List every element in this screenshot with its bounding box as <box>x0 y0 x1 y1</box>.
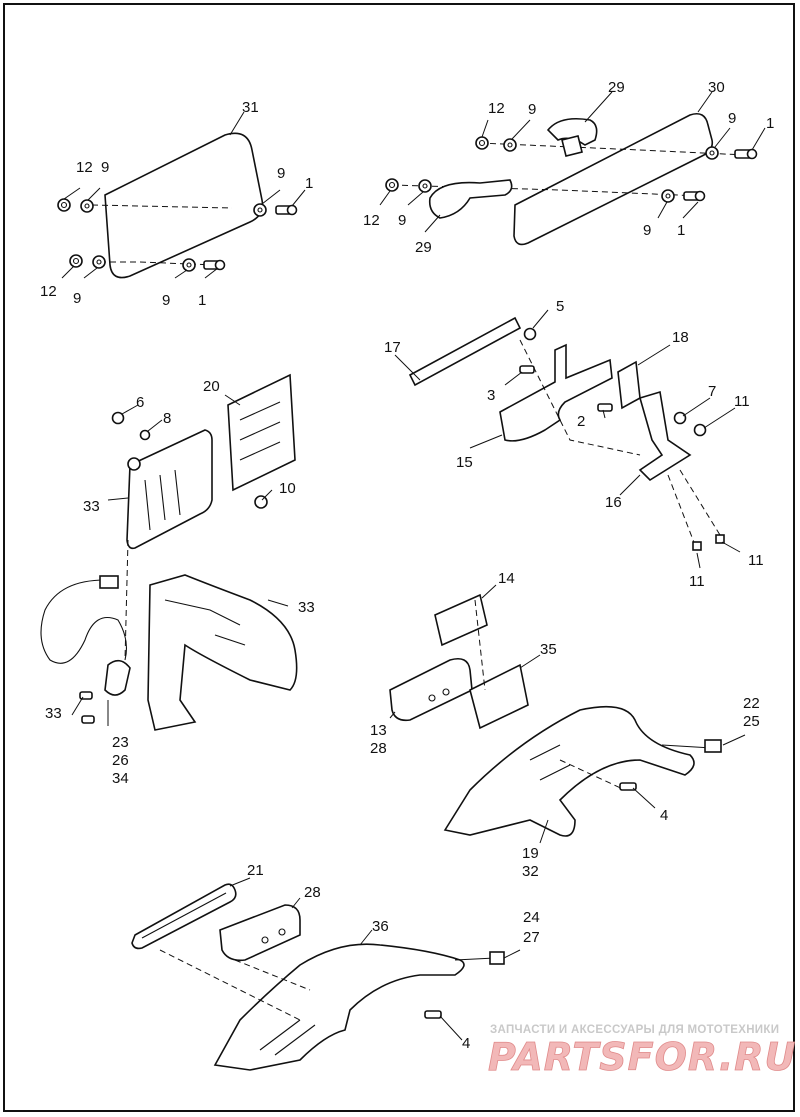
label-9: 9 <box>73 290 81 307</box>
watermark-caption: ЗАПЧАСТИ И АКСЕССУАРЫ ДЛЯ МОТОТЕХНИКИ <box>490 1024 779 1036</box>
label-33: 33 <box>83 498 100 515</box>
label-12: 12 <box>363 212 380 229</box>
label-9: 9 <box>728 110 736 127</box>
label-34: 34 <box>112 770 129 787</box>
label-33: 33 <box>298 599 315 616</box>
label-9: 9 <box>162 292 170 309</box>
label-5: 5 <box>556 298 564 315</box>
label-9: 9 <box>398 212 406 229</box>
label-6: 6 <box>136 394 144 411</box>
label-33: 33 <box>45 705 62 722</box>
label-28: 28 <box>304 884 321 901</box>
label-35: 35 <box>540 641 557 658</box>
label-8: 8 <box>163 410 171 427</box>
label-25: 25 <box>743 713 760 730</box>
label-12: 12 <box>488 100 505 117</box>
plate-20 <box>227 373 296 492</box>
label-31: 31 <box>242 99 259 116</box>
fender-36 <box>159 943 505 1071</box>
label-26: 26 <box>112 752 129 769</box>
label-9: 9 <box>528 101 536 118</box>
label-2: 2 <box>577 413 585 430</box>
label-7: 7 <box>708 383 716 400</box>
bracket-29-lower <box>428 179 513 219</box>
label-22: 22 <box>743 695 760 712</box>
fender-19 <box>443 705 722 837</box>
watermark-brand: PARTSFOR.RU <box>488 1035 796 1079</box>
label-32: 32 <box>522 863 539 880</box>
wire-harness-left <box>40 539 131 696</box>
bracket-29-upper <box>546 117 598 157</box>
light-housing-13 <box>389 657 473 722</box>
leader-lines <box>61 91 766 1041</box>
label-30: 30 <box>708 79 725 96</box>
label-1: 1 <box>305 175 313 192</box>
housing-33 <box>147 574 298 731</box>
label-11: 11 <box>748 552 764 569</box>
label-20: 20 <box>203 378 220 395</box>
label-4: 4 <box>660 807 668 824</box>
license-plate-31 <box>91 132 264 279</box>
watermark: ЗАПЧАСТИ И АКСЕССУАРЫ ДЛЯ МОТОТЕХНИКИ PA… <box>488 1024 796 1079</box>
fastener-set-b <box>385 136 758 203</box>
label-12: 12 <box>76 159 93 176</box>
label-11: 11 <box>689 573 705 590</box>
label-10: 10 <box>279 480 296 497</box>
label-12: 12 <box>40 283 57 300</box>
label-36: 36 <box>372 918 389 935</box>
label-21: 21 <box>247 862 264 879</box>
light-housing-28 <box>219 904 301 962</box>
label-24: 24 <box>523 909 540 926</box>
label-4: 4 <box>462 1035 470 1052</box>
label-9: 9 <box>277 165 285 182</box>
label-9: 9 <box>643 222 651 239</box>
label-17: 17 <box>384 339 401 356</box>
label-15: 15 <box>456 454 473 471</box>
plate-18 <box>617 360 641 410</box>
label-23: 23 <box>112 734 129 751</box>
label-9: 9 <box>101 159 109 176</box>
plate-33-upper <box>126 429 213 550</box>
label-3: 3 <box>487 387 495 404</box>
label-27: 27 <box>523 929 540 946</box>
label-18: 18 <box>672 329 689 346</box>
label-1: 1 <box>198 292 206 309</box>
fastener-set-c <box>519 327 725 551</box>
label-14: 14 <box>498 570 515 587</box>
label-28: 28 <box>370 740 387 757</box>
lens-14 <box>434 593 488 647</box>
label-29: 29 <box>608 79 625 96</box>
fastener-set-d <box>79 411 268 724</box>
label-16: 16 <box>605 494 622 511</box>
bezel-35 <box>469 599 529 730</box>
bracket-16 <box>519 339 721 546</box>
label-1: 1 <box>677 222 685 239</box>
label-13: 13 <box>370 722 387 739</box>
reflector-strip-17 <box>408 316 522 387</box>
label-19: 19 <box>522 845 539 862</box>
label-11: 11 <box>734 393 750 410</box>
reflector-21 <box>131 883 237 950</box>
bracket-15 <box>499 343 613 442</box>
label-29: 29 <box>415 239 432 256</box>
part-labels: 31 12 9 9 1 12 9 9 1 29 30 12 9 9 1 12 9… <box>40 79 774 1052</box>
label-1: 1 <box>766 115 774 132</box>
